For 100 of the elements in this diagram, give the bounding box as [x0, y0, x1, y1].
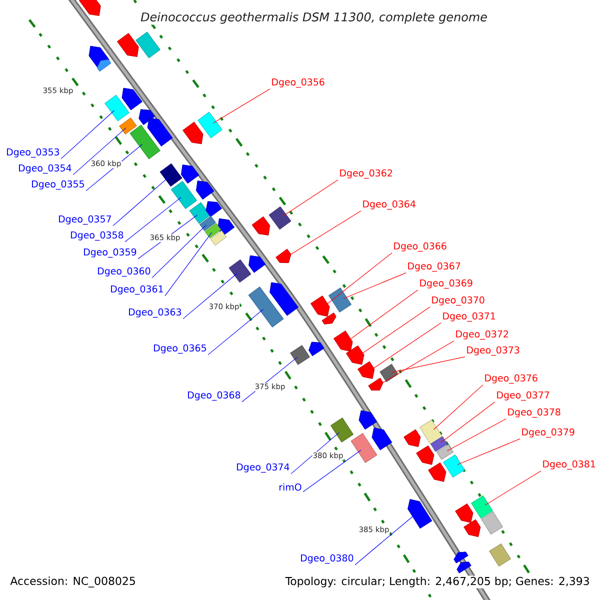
footer-text: Accession: NC_008025: [9, 576, 137, 588]
gene-block: [170, 180, 198, 210]
leader-line: [124, 197, 182, 242]
leader-line: [290, 432, 340, 474]
leader-line: [324, 252, 392, 306]
gene-block: [136, 32, 160, 58]
gene-pentagon: [182, 122, 204, 144]
gene-label: Dgeo_0373: [467, 346, 520, 356]
gene-pentagon: [310, 296, 330, 317]
leader-line: [440, 402, 496, 443]
gene-block: [330, 418, 354, 442]
gene-pentagon: [464, 519, 481, 538]
leader-line: [348, 290, 418, 342]
gene-label: Dgeo_0361: [111, 285, 163, 295]
footer-text: Topology: circular; Length: 2,467,205 bp; Genes: 2,393: [284, 576, 591, 588]
gene-label: Dgeo_0362: [340, 169, 392, 179]
gene-block: [268, 206, 292, 230]
gene-pentagon: [196, 180, 214, 200]
gene-label: Dgeo_0378: [508, 408, 560, 418]
gene-label: Dgeo_0360: [98, 267, 150, 277]
gene-label: Dgeo_0364: [363, 200, 416, 210]
gene-block: [430, 436, 448, 452]
gene-block: [328, 288, 352, 312]
gene-pentagon: [116, 32, 139, 57]
gene-pentagon: [248, 255, 266, 273]
gene-pentagon: [368, 378, 384, 391]
gene-block: [248, 286, 284, 328]
gene-block: [130, 124, 160, 160]
gene-label: Dgeo_0371: [443, 312, 496, 322]
gene-label: Dgeo_0357: [59, 215, 111, 225]
leader-line: [86, 144, 142, 192]
leader-line: [112, 177, 169, 226]
gene-pentagon: [455, 503, 474, 523]
gene-label: Dgeo_0369: [420, 279, 472, 289]
gene-label: Dgeo_0354: [19, 164, 72, 174]
title: Deinococcus geothermalis DSM 11300, complete genome: [140, 11, 488, 25]
gene-label: Dgeo_0374: [237, 463, 290, 473]
gene-pentagon: [333, 330, 353, 352]
gene-pentagon: [122, 88, 142, 110]
gene-pentagon: [308, 342, 324, 356]
gene-pentagon: [96, 59, 112, 72]
gene-block: [443, 454, 465, 478]
leader-line: [484, 470, 542, 506]
gene-pentagon: [322, 312, 336, 324]
gene-label: Dgeo_0355: [32, 180, 84, 190]
gene-pentagon: [138, 109, 156, 126]
gene-label: Dgeo_0377: [497, 391, 550, 401]
leader-line: [360, 306, 430, 356]
leader-line: [354, 514, 416, 566]
leader-line: [72, 128, 126, 176]
gene-pentagon: [372, 428, 392, 450]
gene-pentagon: [147, 118, 173, 146]
gene-block: [350, 433, 378, 463]
gene-label: Dgeo_0366: [394, 242, 446, 252]
gene-label: Dgeo_0372: [456, 330, 508, 340]
gene-label: Dgeo_0380: [301, 554, 354, 564]
gene-pentagon: [276, 248, 292, 264]
gene-block: [380, 364, 398, 382]
gene-label: Dgeo_0367: [408, 262, 460, 272]
gene-block: [160, 163, 182, 187]
gene-label: Dgeo_0376: [485, 374, 538, 384]
leader-line: [446, 418, 506, 452]
leader-line: [282, 180, 338, 216]
gene-block: [436, 444, 454, 460]
gene-block: [228, 259, 252, 283]
gene-block: [189, 202, 211, 224]
leader-line: [182, 273, 238, 320]
leader-line: [433, 384, 484, 430]
gene-pentagon: [454, 552, 468, 564]
gene-label: Dgeo_0363: [129, 308, 182, 318]
gene-pentagon: [78, 0, 101, 16]
gene-pentagon: [206, 201, 222, 218]
gene-label: rimO: [279, 483, 302, 491]
gene-block: [481, 511, 503, 535]
gene-label: Dgeo_0381: [543, 460, 596, 470]
leader-line: [392, 356, 466, 373]
gene-block: [198, 112, 222, 138]
gene-pentagon: [428, 462, 446, 482]
gene-pentagon: [346, 345, 364, 365]
gene-block: [199, 216, 216, 232]
gene-block: [210, 230, 227, 246]
leader-line: [164, 232, 212, 296]
leader-line: [60, 110, 115, 160]
gene-pentagon: [358, 361, 375, 379]
gene-block: [119, 118, 137, 134]
leader-line: [457, 438, 520, 465]
leader-line: [152, 224, 206, 278]
gene-pentagon: [416, 445, 434, 465]
gene-block: [104, 94, 130, 122]
gene-pentagon: [270, 282, 299, 316]
gene-pentagon: [404, 429, 421, 448]
gene-pentagon: [358, 410, 378, 430]
gene-label: Dgeo_0359: [84, 248, 136, 258]
gene-block: [290, 345, 310, 365]
gene-pentagon: [180, 164, 200, 184]
leader-line: [212, 88, 270, 124]
leader-line: [343, 272, 406, 299]
leader-line: [302, 450, 362, 492]
leader-line: [208, 309, 264, 356]
leader-line: [370, 322, 442, 370]
